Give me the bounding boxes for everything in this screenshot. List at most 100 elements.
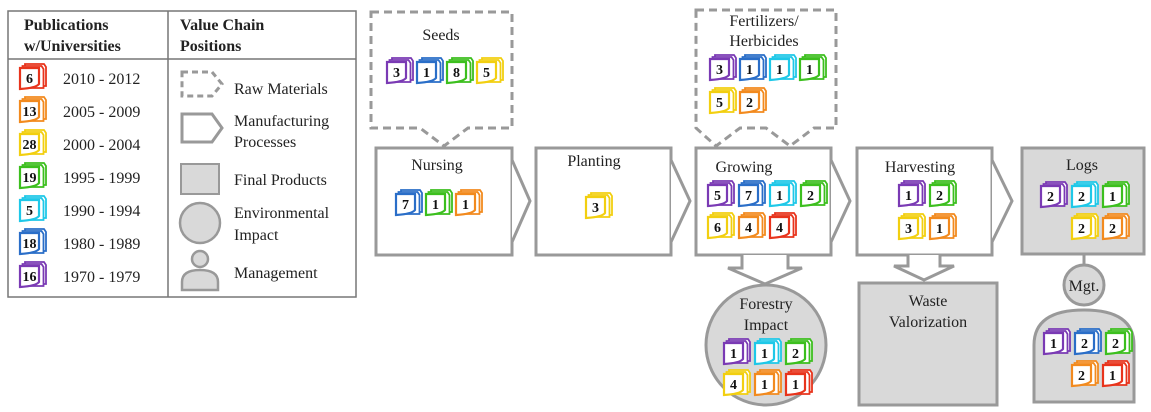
publication-badge: 1 (1101, 360, 1130, 388)
badge-count: 2 (1078, 190, 1085, 205)
harvesting-arrow (990, 159, 1014, 243)
legend-final-products: Final Products (234, 172, 327, 189)
mgt-head (1062, 263, 1106, 307)
environmental-impact-symbol (178, 201, 222, 245)
badge-count: 1 (423, 66, 430, 81)
legend-pub-header-line1: Publications (24, 17, 108, 34)
publication-badge-legend: 16 (18, 261, 47, 289)
badge-count: 13 (23, 105, 37, 120)
badge-count: 5 (26, 204, 33, 219)
badge-count: 1 (806, 63, 813, 78)
waste-title-line1: Waste (909, 293, 948, 310)
legend: Publications w/Universities Value Chain … (7, 10, 357, 298)
publication-badge: 4 (722, 369, 751, 397)
publication-badge: 5 (475, 57, 504, 85)
mgt-title: Mgt. (1069, 278, 1100, 295)
manufacturing-symbol (180, 112, 224, 144)
badge-count: 3 (393, 66, 400, 81)
publication-badge: 3 (897, 213, 926, 241)
fertilizers-title-line2: Herbicides (729, 33, 798, 50)
legend-period-label: 2005 - 2009 (63, 104, 140, 121)
badge-count: 1 (905, 189, 912, 204)
publication-badge: 1 (753, 369, 782, 397)
harvesting-down-arrow (893, 255, 955, 282)
publication-badge: 2 (1070, 360, 1099, 388)
publication-badge: 2 (1104, 328, 1133, 356)
publication-badge: 7 (737, 180, 766, 208)
seeds-box (369, 10, 514, 148)
badge-count: 1 (462, 198, 469, 213)
badge-count: 2 (936, 189, 943, 204)
badge-count: 2 (1078, 222, 1085, 237)
growing-arrow (829, 159, 852, 243)
nursing-arrow (510, 159, 532, 243)
legend-period-label: 1980 - 1989 (63, 236, 140, 253)
publication-badge: 3 (385, 57, 414, 85)
harvesting-title: Harvesting (885, 159, 955, 176)
badge-count: 5 (716, 96, 723, 111)
publication-badge: 6 (706, 212, 735, 240)
badge-count: 5 (714, 189, 721, 204)
publication-badge: 1 (1101, 181, 1130, 209)
badge-count: 16 (23, 270, 37, 285)
badge-count: 8 (453, 66, 460, 81)
planting-arrow (669, 159, 692, 243)
publication-badge: 5 (706, 180, 735, 208)
legend-env-line2: Impact (234, 227, 279, 244)
publication-badge: 2 (928, 180, 957, 208)
legend-management: Management (234, 265, 318, 282)
publication-badge: 1 (424, 189, 453, 217)
publication-badge: 1 (454, 189, 483, 217)
badge-count: 1 (730, 347, 737, 362)
badge-count: 7 (745, 189, 752, 204)
badge-count: 18 (23, 237, 37, 252)
fertilizers-box (694, 8, 838, 148)
badge-count: 2 (1078, 369, 1085, 384)
badge-count: 1 (776, 189, 783, 204)
publication-badge: 1 (784, 369, 813, 397)
publication-badge: 2 (1073, 328, 1102, 356)
badge-count: 2 (1109, 222, 1116, 237)
legend-period-label: 1990 - 1994 (63, 203, 140, 220)
badge-count: 1 (432, 198, 439, 213)
badge-count: 2 (1047, 190, 1054, 205)
badge-count: 2 (807, 189, 814, 204)
publication-badge: 1 (928, 213, 957, 241)
management-symbol (180, 249, 220, 292)
badge-count: 7 (402, 198, 409, 213)
badge-count: 1 (1109, 190, 1116, 205)
badge-count: 2 (1081, 337, 1088, 352)
publication-badge: 1 (415, 57, 444, 85)
legend-period-label: 2000 - 2004 (63, 137, 140, 154)
badge-count: 1 (792, 378, 799, 393)
publication-badge: 4 (737, 212, 766, 240)
publication-badge-legend: 19 (18, 162, 47, 190)
badge-count: 1 (1050, 337, 1057, 352)
publication-badge: 2 (784, 338, 813, 366)
publication-badge: 1 (722, 338, 751, 366)
legend-pos-header-line1: Value Chain (180, 17, 264, 34)
raw-materials-symbol (180, 70, 224, 98)
publication-badge: 2 (1070, 213, 1099, 241)
legend-period-label: 1970 - 1979 (63, 269, 140, 286)
final-products-symbol (180, 163, 220, 195)
publication-badge: 2 (738, 87, 767, 115)
publication-badge-legend: 18 (18, 228, 47, 256)
publication-badge: 1 (1042, 328, 1071, 356)
publication-badge: 1 (798, 54, 827, 82)
legend-env-line1: Environmental (234, 205, 330, 222)
waste-valorization-box (857, 281, 999, 407)
publication-badge-legend: 13 (18, 96, 47, 124)
badge-count: 2 (1112, 337, 1119, 352)
forestry-title-line1: Forestry (739, 296, 792, 313)
mgt-body (1032, 308, 1136, 404)
badge-count: 6 (26, 72, 33, 87)
planting-title: Planting (567, 153, 620, 170)
growing-title: Growing (716, 159, 773, 176)
publication-badge: 7 (394, 189, 423, 217)
publication-badge: 4 (768, 212, 797, 240)
publication-badge-legend: 6 (18, 63, 47, 91)
badge-count: 4 (776, 221, 783, 236)
seeds-title: Seeds (422, 27, 459, 44)
publication-badge: 1 (768, 180, 797, 208)
